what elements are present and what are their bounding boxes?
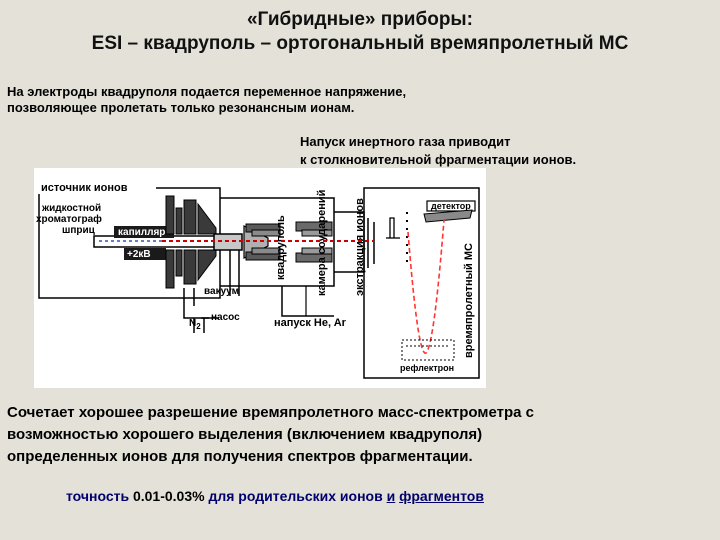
pump-lines — [183, 250, 240, 333]
instrument-diagram: источник ионов жидкостной хроматограф шп… — [34, 168, 486, 388]
collision-cell-label: камера соударений — [316, 190, 328, 296]
syringe-label: шприц — [62, 225, 96, 236]
voltage-label-bg — [124, 248, 166, 260]
summary-line-1: Сочетает хорошее разрешение времяпролетн… — [7, 404, 534, 421]
quadrupole-rods — [245, 223, 281, 261]
collision-cell-rods — [295, 221, 333, 263]
pulser-dots — [406, 212, 408, 262]
title-line-2: ESI – квадруполь – ортогональный времяпр… — [91, 33, 629, 54]
accuracy-prefix: точность — [66, 488, 133, 504]
detector-label: детектор — [431, 201, 471, 211]
detector-label-box — [426, 200, 476, 212]
extraction-plates — [367, 218, 375, 268]
extraction-pulser — [386, 217, 400, 239]
intro-line-1: На электроды квадруполя подается перемен… — [7, 84, 407, 99]
capillary-label-bg — [114, 226, 174, 238]
accuracy-and: и — [386, 488, 396, 504]
lc-label-2: хроматограф — [36, 213, 102, 225]
gas-inlet-label: напуск He, Ar — [274, 317, 347, 329]
ion-source-label-bg — [38, 180, 156, 194]
summary-line-3: определенных ионов для получения спектро… — [7, 448, 473, 465]
summary-line-2: возможностью хорошего выделения (включен… — [7, 426, 483, 443]
tof-ms-label: времяпролетный МС — [463, 243, 475, 358]
ion-source-housing — [38, 187, 221, 299]
gas-note: Напуск инертного газа приводит к столкно… — [300, 133, 700, 169]
accuracy-mid: для родительских ионов — [204, 488, 387, 504]
title-line-1: «Гибридные» приборы: — [246, 9, 473, 30]
quadrupole-label: квадруполь — [275, 215, 287, 280]
n2-label: N2 — [189, 318, 201, 331]
vacuum-label: вакуум — [204, 286, 239, 297]
accuracy-note: точность 0.01-0.03% для родительских ион… — [66, 486, 484, 506]
slide-title: «Гибридные» приборы: ESI – квадруполь – … — [0, 8, 720, 56]
accuracy-end: фрагментов — [399, 488, 484, 504]
gas-note-line-1: Напуск инертного газа приводит — [300, 134, 511, 149]
intro-text: На электроды квадруполя подается перемен… — [7, 84, 707, 116]
intro-line-2: позволяющее пролетать только резонансным… — [7, 100, 355, 115]
capillary-label: капилляр — [118, 227, 165, 238]
accuracy-value: 0.01-0.03% — [132, 488, 205, 504]
voltage-label: +2кВ — [127, 249, 151, 260]
tof-flight-path — [407, 219, 445, 354]
ion-source-label: источник ионов — [41, 182, 128, 194]
lc-label-1: жидкостной — [41, 203, 101, 214]
ion-extraction-label: экстракция ионов — [354, 198, 366, 296]
diagram-background — [34, 168, 486, 388]
gas-note-line-2: к столкновительной фрагментации ионов. — [300, 152, 577, 167]
summary-text: Сочетает хорошее разрешение времяпролетн… — [7, 402, 713, 468]
pump-label: насос — [211, 312, 240, 323]
detector-plate — [423, 209, 473, 223]
reflectron-label: рефлектрон — [400, 363, 454, 373]
reflectron — [401, 339, 455, 361]
